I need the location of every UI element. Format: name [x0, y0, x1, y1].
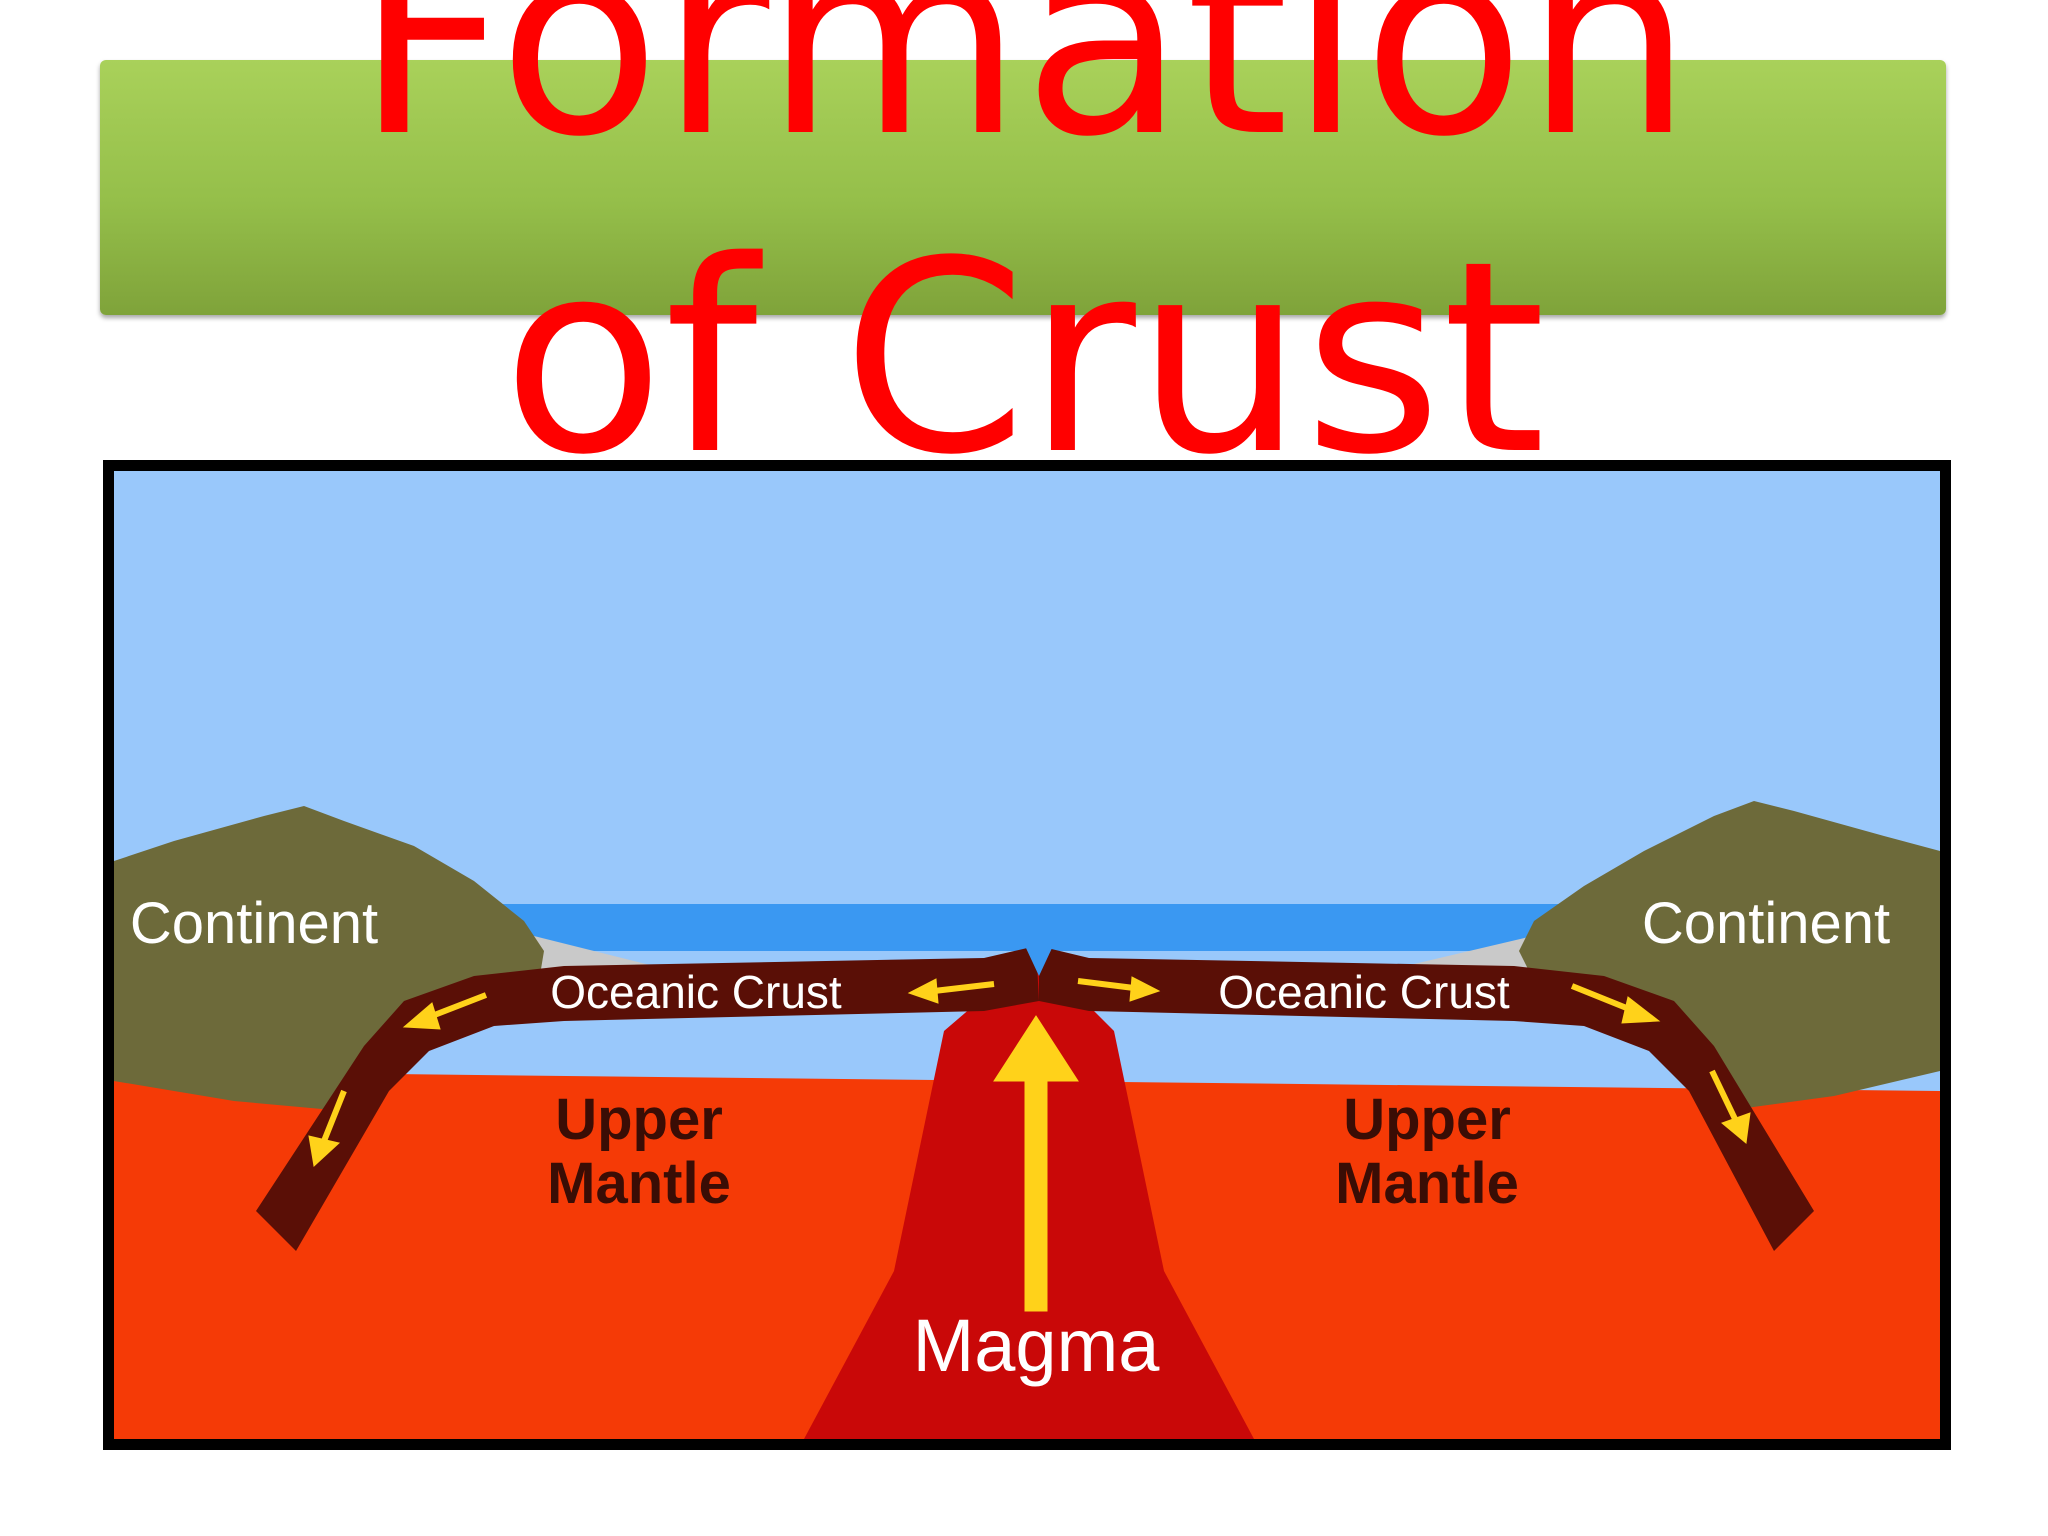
- ocean: [484, 904, 1584, 951]
- label-continent-right: Continent: [1642, 891, 1890, 956]
- label-oceanic-crust-left: Oceanic Crust: [550, 966, 842, 1018]
- crust-formation-diagram: Continent Continent Oceanic Crust Oceani…: [103, 460, 1951, 1450]
- oceanic-crust-left: [256, 946, 1039, 1251]
- arrow-right-crust-head: [1621, 996, 1661, 1024]
- arrow-center-right-head: [1129, 976, 1161, 1002]
- label-magma: Magma: [913, 1304, 1161, 1387]
- label-continent-left: Continent: [130, 891, 378, 956]
- oceanic-crust-right: [1039, 946, 1814, 1251]
- continent-left: [114, 806, 544, 1111]
- label-oceanic-crust-right: Oceanic Crust: [1218, 966, 1510, 1018]
- arrow-left-descend: [321, 1089, 347, 1143]
- arrow-center-left-head: [907, 978, 939, 1004]
- arrows: [308, 976, 1751, 1312]
- arrow-center-right: [1077, 978, 1135, 991]
- slide-title: Formation of Crust: [355, 0, 1693, 513]
- arrow-center-left: [933, 981, 995, 994]
- title-banner: [100, 60, 1946, 315]
- diagram-canvas: Continent Continent Oceanic Crust Oceani…: [114, 471, 1940, 1439]
- label-upper-mantle-right-line1: Upper: [1343, 1087, 1511, 1152]
- label-upper-mantle-right-line2: Mantle: [1335, 1151, 1519, 1216]
- label-upper-mantle-left-line1: Upper: [555, 1087, 723, 1152]
- arrow-right-descend: [1709, 1069, 1739, 1123]
- ridge-notch: [1019, 933, 1059, 976]
- arrow-right-crust: [1570, 983, 1636, 1014]
- label-upper-mantle-left-line2: Mantle: [547, 1151, 731, 1216]
- arrow-right-descend-head: [1721, 1112, 1751, 1144]
- magma-arrow-head: [993, 1015, 1079, 1082]
- arrow-left-descend-head: [308, 1135, 341, 1167]
- continent-right: [1519, 801, 1940, 1111]
- magma-arrow-shaft: [1024, 1070, 1048, 1312]
- arrow-left-crust-1-head: [402, 1002, 441, 1030]
